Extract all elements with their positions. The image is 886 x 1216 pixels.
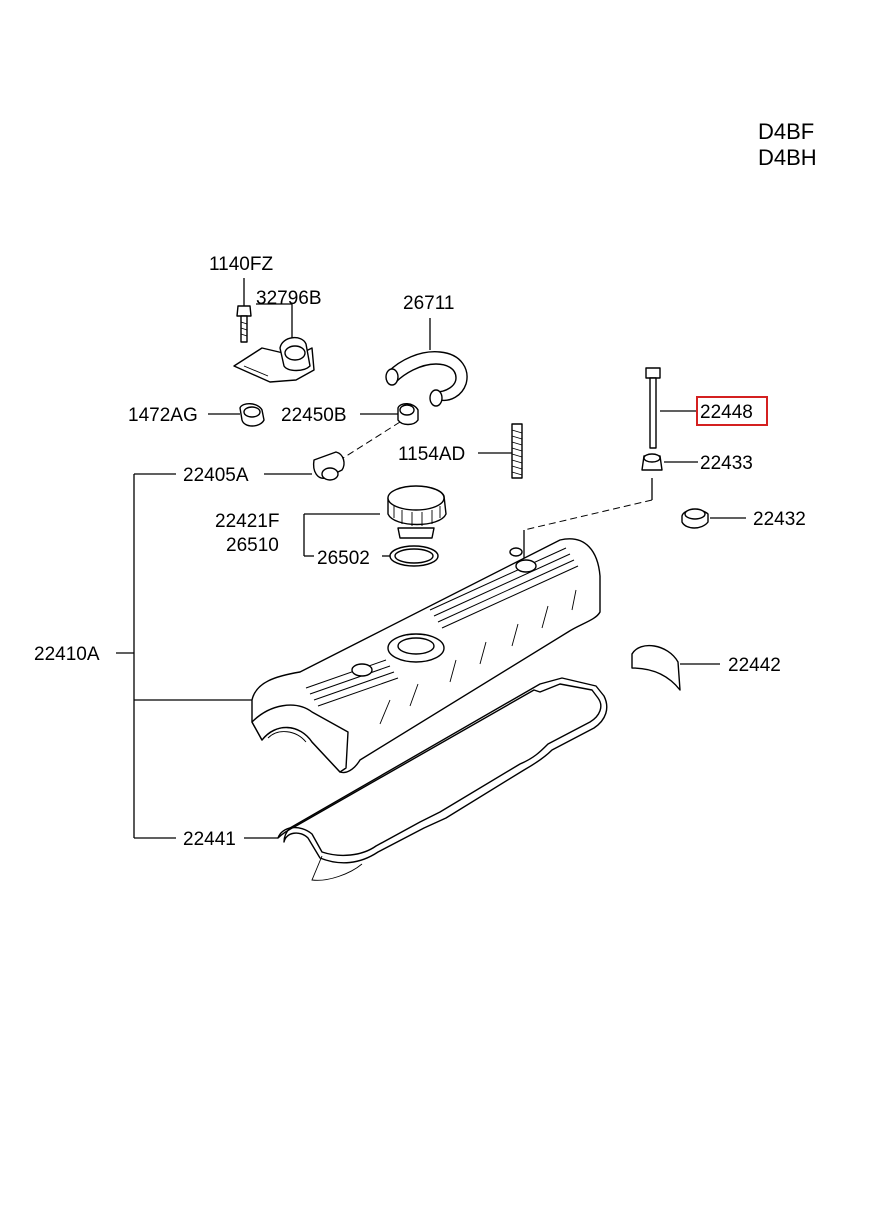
callout-22432[interactable]: 22432 — [753, 509, 806, 530]
callout-26502[interactable]: 26502 — [317, 548, 370, 569]
grommet-1472ag — [208, 403, 265, 427]
callout-22448[interactable]: 22448 — [700, 402, 753, 423]
bolt-22448 — [645, 367, 696, 449]
callout-22433[interactable]: 22433 — [700, 453, 753, 474]
callout-22421f[interactable]: 22421F — [215, 511, 279, 532]
bolt-1140fz — [236, 278, 252, 343]
callout-26510[interactable]: 26510 — [226, 535, 279, 556]
pcv-22405a — [264, 451, 345, 481]
callout-1140fz[interactable]: 1140FZ — [209, 254, 273, 275]
callout-32796b[interactable]: 32796B — [256, 288, 322, 309]
engine-code-1: D4BF — [758, 119, 814, 144]
o-ring-26502 — [303, 514, 439, 567]
callout-22442[interactable]: 22442 — [728, 655, 781, 676]
oil-filler-cap — [304, 485, 447, 539]
assembly-bracket-22410a — [116, 473, 252, 839]
callout-26711[interactable]: 26711 — [403, 293, 454, 314]
gasket-22441 — [244, 677, 608, 881]
grommet-22432 — [681, 508, 746, 529]
callout-22441[interactable]: 22441 — [183, 829, 236, 850]
seal-cap-22442 — [631, 644, 720, 691]
connector-22450b — [339, 403, 419, 461]
bracket-32796b — [233, 303, 315, 383]
washer-22433 — [523, 453, 698, 566]
callout-1154ad[interactable]: 1154AD — [398, 444, 465, 465]
stud-1154ad — [478, 423, 523, 479]
callout-22450b[interactable]: 22450B — [281, 405, 347, 426]
callout-1472ag[interactable]: 1472AG — [128, 405, 198, 426]
engine-code-2: D4BH — [758, 145, 817, 170]
highlight-box-22448 — [696, 396, 768, 426]
callout-22405a[interactable]: 22405A — [183, 465, 249, 486]
rocker-cover — [251, 538, 601, 774]
callout-22410a[interactable]: 22410A — [34, 644, 100, 665]
hose-26711 — [385, 318, 468, 407]
